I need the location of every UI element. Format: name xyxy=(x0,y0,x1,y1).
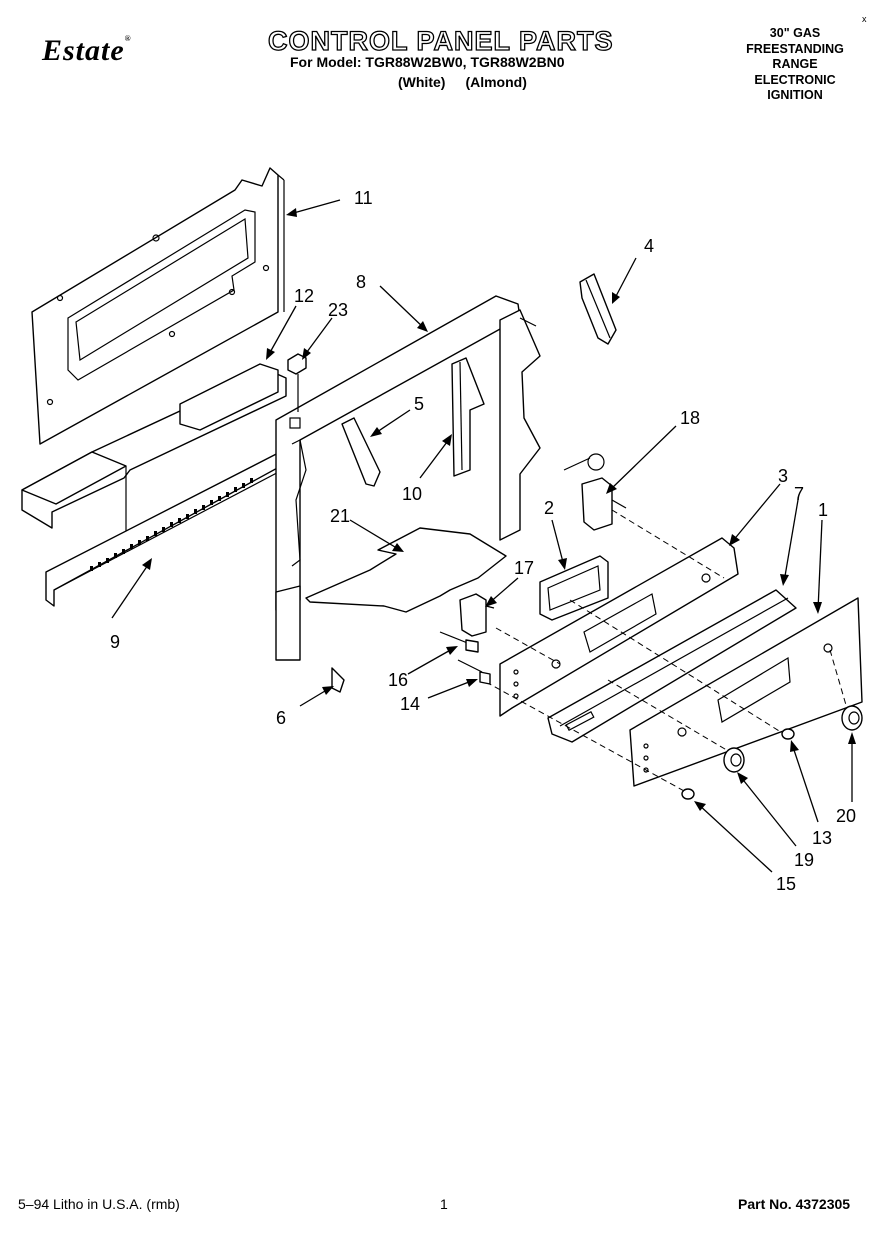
part-2-clock xyxy=(539,555,609,621)
part-19-knob xyxy=(723,747,745,773)
part-10-support xyxy=(451,357,485,477)
part-15-spacer xyxy=(681,788,695,800)
spec-line: FREESTANDING xyxy=(746,41,844,56)
callout-4: 4 xyxy=(644,236,654,256)
callout-13: 13 xyxy=(812,828,832,848)
callout-23: 23 xyxy=(328,300,348,320)
color-white: (White) xyxy=(398,74,446,90)
page-number: 1 xyxy=(440,1196,448,1212)
part-16-screw xyxy=(439,631,479,653)
part-23-clip xyxy=(287,353,307,412)
part-17-connector xyxy=(459,593,495,637)
spec-line: ELECTRONIC xyxy=(754,72,836,87)
part-5-bracket xyxy=(341,417,381,487)
part-21-insulation xyxy=(305,527,507,613)
model-colors: (White) (Almond) xyxy=(398,74,547,90)
alignment-lines xyxy=(485,509,849,793)
part-14-screw xyxy=(457,659,491,685)
leader-lines xyxy=(111,199,856,873)
callout-5: 5 xyxy=(414,394,424,414)
appliance-specs: 30" GAS FREESTANDING RANGE ELECTRONIC IG… xyxy=(730,26,860,104)
callout-11: 11 xyxy=(354,188,373,208)
color-almond: (Almond) xyxy=(465,74,527,90)
callout-10: 10 xyxy=(402,484,422,504)
part-number: Part No. 4372305 xyxy=(738,1196,851,1212)
part-4-endcap xyxy=(579,273,617,345)
callout-6: 6 xyxy=(276,708,286,728)
part-12-heat-deflector xyxy=(21,363,287,540)
callout-8: 8 xyxy=(356,272,366,292)
part-20-knob xyxy=(841,705,863,731)
callout-1: 1 xyxy=(818,500,828,520)
callout-labels: 11 4 8 12 23 5 18 3 10 7 2 1 21 17 9 16 … xyxy=(110,188,856,894)
part-1-front-panel xyxy=(629,597,863,787)
part-9-burner-box-channel xyxy=(45,447,293,607)
spec-line: 30" GAS xyxy=(769,26,821,40)
callout-17: 17 xyxy=(514,558,534,578)
callout-9: 9 xyxy=(110,632,120,652)
callout-14: 14 xyxy=(400,694,420,714)
part-6-clip xyxy=(331,667,345,693)
brand-logo: Estate® xyxy=(42,34,132,67)
spec-line: IGNITION xyxy=(767,88,823,102)
page-title: CONTROL PANEL PARTS xyxy=(267,25,614,56)
callout-20: 20 xyxy=(836,806,856,826)
model-numbers: For Model: TGR88W2BW0, TGR88W2BN0 xyxy=(290,54,565,70)
callout-16: 16 xyxy=(388,670,408,690)
spec-line: RANGE xyxy=(772,57,818,71)
callout-18: 18 xyxy=(680,408,700,428)
corner-mark: x xyxy=(862,14,867,24)
part-18-switch xyxy=(563,453,627,531)
callout-7: 7 xyxy=(794,484,804,504)
part-8-manifold-panel xyxy=(275,295,541,661)
callout-3: 3 xyxy=(778,466,788,486)
part-13-knob xyxy=(781,728,795,740)
callout-2: 2 xyxy=(544,498,554,518)
callout-19: 19 xyxy=(794,850,814,870)
callout-12: 12 xyxy=(294,286,314,306)
print-info: 5–94 Litho in U.S.A. (rmb) xyxy=(18,1196,180,1212)
part-11-rear-panel xyxy=(31,167,285,445)
part-7-trim xyxy=(547,589,797,743)
callout-21: 21 xyxy=(330,506,350,526)
callout-15: 15 xyxy=(776,874,796,894)
